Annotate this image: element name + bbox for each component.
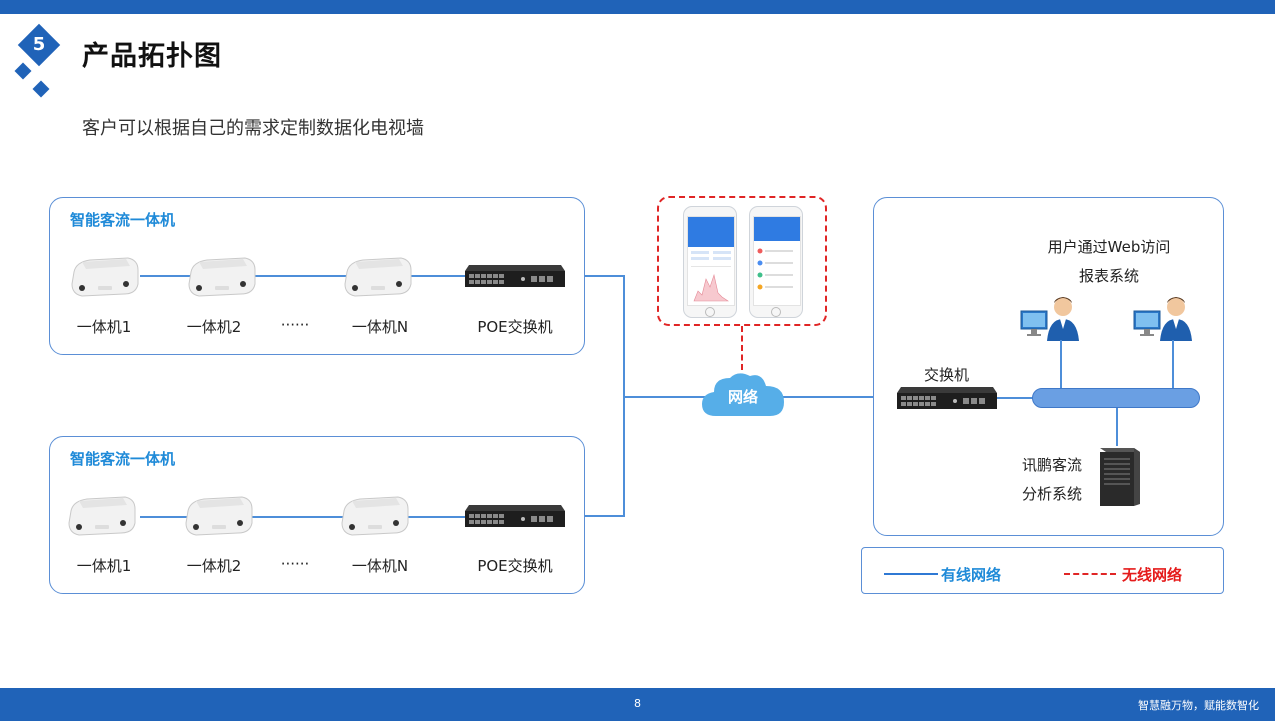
decor-diamond-icon	[14, 62, 32, 80]
people-counter-device-icon	[188, 257, 256, 297]
decor-diamond-icon	[32, 80, 50, 98]
device-group-1: 智能客流一体机 一体机1 一体机2 ······ 一体机N POE	[49, 197, 585, 355]
device-label-1: 一体机1	[76, 557, 132, 575]
switch-bus-line	[996, 397, 1034, 399]
device-label-2: 一体机2	[186, 557, 242, 575]
legend-wireless-line	[1064, 573, 1116, 575]
user-computer-icon	[1020, 297, 1079, 341]
ellipsis: ······	[280, 555, 310, 573]
users-caption-line1: 用户通过Web访问	[1047, 238, 1171, 256]
link-line	[780, 396, 900, 398]
device-label-1: 一体机1	[76, 318, 132, 336]
link-line	[623, 396, 708, 398]
lan-bus-icon	[1032, 388, 1200, 408]
device-label-n: 一体机N	[351, 557, 409, 575]
page-subtitle: 客户可以根据自己的需求定制数据化电视墙	[82, 118, 424, 139]
chain-line	[140, 516, 470, 518]
server-tower-icon	[1100, 448, 1140, 506]
chain-line	[140, 275, 470, 277]
people-counter-device-icon	[185, 496, 253, 536]
link-line	[585, 515, 625, 517]
people-counter-device-icon	[68, 496, 136, 536]
group-title: 智能客流一体机	[70, 450, 176, 468]
people-counter-device-icon	[341, 496, 409, 536]
section-number: 5	[32, 34, 46, 55]
user-computer-icon	[1133, 297, 1192, 341]
top-bar	[0, 0, 1275, 14]
poe-switch-label: POE交换机	[477, 318, 553, 336]
legend-wired-label: 有线网络	[941, 566, 1002, 584]
group-title: 智能客流一体机	[70, 211, 176, 229]
poe-switch-label: POE交换机	[477, 557, 553, 575]
legend-box	[861, 547, 1224, 594]
server-side-group: 用户通过Web访问 报表系统 交换机 讯鹏客流 分析系统	[873, 197, 1224, 536]
user-link-line	[1060, 340, 1062, 390]
phone-dashboard-icon	[683, 206, 737, 318]
people-counter-device-icon	[344, 257, 412, 297]
ellipsis: ······	[280, 316, 310, 334]
users-caption-line2: 报表系统	[1078, 267, 1139, 285]
wireless-link-line	[741, 326, 743, 370]
mobile-apps-frame	[657, 196, 827, 326]
page-number: 8	[634, 697, 641, 710]
device-label-n: 一体机N	[351, 318, 409, 336]
user-link-line	[1172, 340, 1174, 390]
server-caption-line1: 讯鹏客流	[1022, 456, 1083, 474]
device-group-2: 智能客流一体机 一体机1 一体机2 ······ 一体机N POE	[49, 436, 585, 594]
legend-wired-line	[884, 573, 938, 575]
device-label-2: 一体机2	[186, 318, 242, 336]
poe-switch-icon	[465, 265, 565, 287]
network-switch-icon	[897, 387, 997, 409]
legend-wireless-label: 无线网络	[1122, 566, 1183, 584]
network-cloud-icon	[702, 373, 784, 416]
link-line	[585, 275, 625, 277]
server-caption-line2: 分析系统	[1022, 485, 1083, 503]
phone-menu-icon	[749, 206, 803, 318]
poe-switch-icon	[465, 505, 565, 527]
switch-label: 交换机	[924, 366, 970, 384]
network-cloud-label: 网络	[727, 388, 758, 406]
page-title: 产品拓扑图	[82, 41, 222, 72]
server-link-line	[1116, 408, 1118, 446]
footer-bar: 8 智慧融万物，赋能数智化	[0, 688, 1275, 721]
footer-slogan: 智慧融万物，赋能数智化	[1138, 699, 1259, 712]
people-counter-device-icon	[71, 257, 139, 297]
